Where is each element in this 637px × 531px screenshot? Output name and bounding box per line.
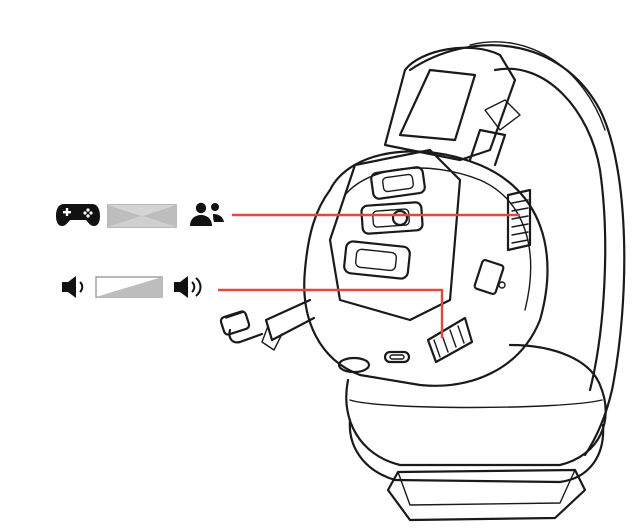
ear-cup-plate <box>328 148 462 322</box>
ear-cup-rim <box>344 167 532 311</box>
yoke-window <box>398 68 477 142</box>
vent-top <box>370 166 426 200</box>
yoke-hinge <box>484 99 521 131</box>
balance-legend <box>56 202 224 228</box>
vent-middle-inner <box>372 208 410 228</box>
headset-illustration <box>219 41 626 522</box>
headband-inner <box>493 67 607 392</box>
mic-jack <box>337 356 371 374</box>
side-button[interactable] <box>473 259 505 295</box>
volume-ramp-indicator <box>95 276 163 298</box>
gamepad-icon <box>56 204 100 226</box>
speaker-low-icon <box>62 276 84 298</box>
ear-cushion-seam <box>349 399 603 409</box>
ear-cushion <box>345 343 607 467</box>
vent-top-inner <box>381 173 415 193</box>
base-plate <box>386 468 587 522</box>
balance-dial[interactable] <box>506 188 532 252</box>
usb-port <box>383 350 411 364</box>
microphone-boom <box>219 298 316 351</box>
vent-bottom <box>343 240 411 280</box>
volume-callout-line <box>218 288 444 338</box>
balance-bar-indicator <box>107 204 177 228</box>
plate-knob <box>391 209 409 227</box>
volume-dial[interactable] <box>426 316 474 364</box>
headband-edge <box>469 41 606 131</box>
callout-lines <box>218 213 520 338</box>
usb-port-inner <box>389 354 405 360</box>
headband <box>408 44 626 457</box>
people-icon <box>190 202 224 226</box>
indicator-led <box>498 281 506 289</box>
ear-cushion-base <box>348 418 605 484</box>
yoke-frame <box>383 46 517 162</box>
yoke-arm <box>468 128 507 167</box>
base-plate-edge <box>397 469 576 506</box>
ear-cup-shell <box>303 150 549 387</box>
vent-bottom-inner <box>354 248 398 272</box>
speaker-high-icon <box>174 276 202 298</box>
volume-legend <box>62 276 202 298</box>
